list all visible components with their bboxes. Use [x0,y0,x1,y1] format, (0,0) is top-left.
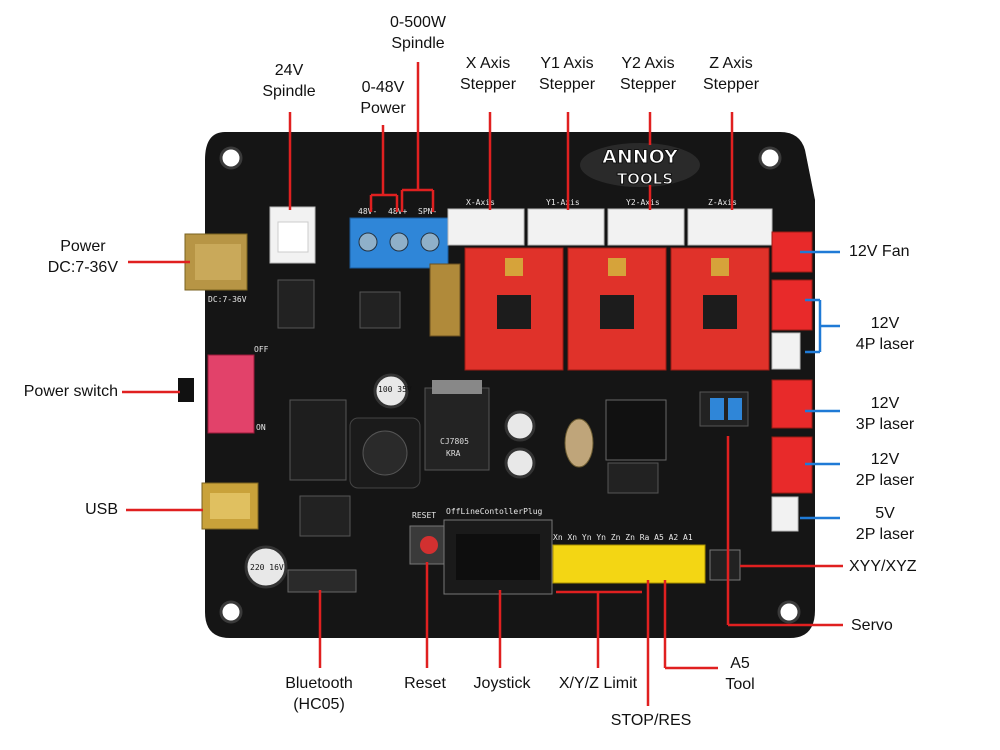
svg-text:TOOLS: TOOLS [617,170,673,188]
mini-usb-port [201,482,259,530]
stepper-driver-z [670,247,770,371]
label-power-switch: Power switch [23,383,118,400]
svg-text:X-Axis: X-Axis [466,198,495,207]
label-bluetooth: Bluetooth(HC05) [285,675,353,713]
leader-lines-red [122,62,843,706]
svg-text:ANNOY: ANNOY [602,146,678,168]
servo-header [709,549,741,581]
svg-text:CJ7805: CJ7805 [440,437,469,446]
svg-text:100 35V: 100 35V [378,385,412,394]
reset-button: RESET [409,511,449,565]
stepper-drivers [464,247,770,371]
svg-text:DC:7-36V: DC:7-36V [208,295,247,304]
label-servo: Servo [851,617,893,634]
label-joystick: Joystick [473,675,531,692]
voltage-regulator: CJ7805 KRA [424,380,490,471]
svg-text:ON: ON [256,423,266,432]
svg-text:KRA: KRA [446,449,461,458]
stepper-driver-x [464,247,564,371]
power-switch: OFF ON [178,345,269,434]
offline-controller-plug: OffLineContollerPlug [443,507,553,595]
svg-text:Y2-Axis: Y2-Axis [626,198,660,207]
label-12v-fan: 12V Fan [849,243,910,260]
stepper-connectors: X-Axis Y1-Axis Y2-Axis Z-Axis [447,198,773,246]
label-stop-res: STOP/RES [610,712,692,729]
stepper-driver-y [567,247,667,371]
label-usb: USB [85,501,118,518]
dc-jack: DC:7-36V [184,233,248,304]
svg-text:OFF: OFF [254,345,269,354]
power-terminal-block: 48V- 48V+ SPN- [349,207,449,269]
svg-text:Z-Axis: Z-Axis [708,198,737,207]
capacitors: 100 35V 220 16V [244,373,594,589]
spindle-24v-connector [269,206,316,264]
svg-text:220 16V: 220 16V [250,563,284,572]
svg-text:48V-: 48V- [358,207,377,216]
left-chips [277,263,461,537]
svg-text:OffLineContollerPlug: OffLineContollerPlug [446,507,543,516]
label-xyz-limit: X/Y/Z Limit [558,675,638,692]
power-inductor [349,417,421,489]
microcontroller [605,399,667,494]
svg-text:Xn Xn Yn Yn Zn Zn Ra A5 A2 A1: Xn Xn Yn Yn Zn Zn Ra A5 A2 A1 [553,533,693,542]
brand-logo: ANNOY TOOLS [580,143,700,189]
mode-jumper-block [699,391,749,427]
bluetooth-header [287,569,357,593]
svg-text:RESET: RESET [412,511,436,520]
svg-text:Y1-Axis: Y1-Axis [546,198,580,207]
leader-lines-blue [800,250,840,520]
mounting-holes [219,146,801,624]
label-reset: Reset [404,675,446,692]
label-xyy-xyz: XYY/XYZ [849,558,917,575]
limit-header: Xn Xn Yn Yn Zn Zn Ra A5 A2 A1 [552,533,706,584]
svg-text:SPN-: SPN- [418,207,437,216]
